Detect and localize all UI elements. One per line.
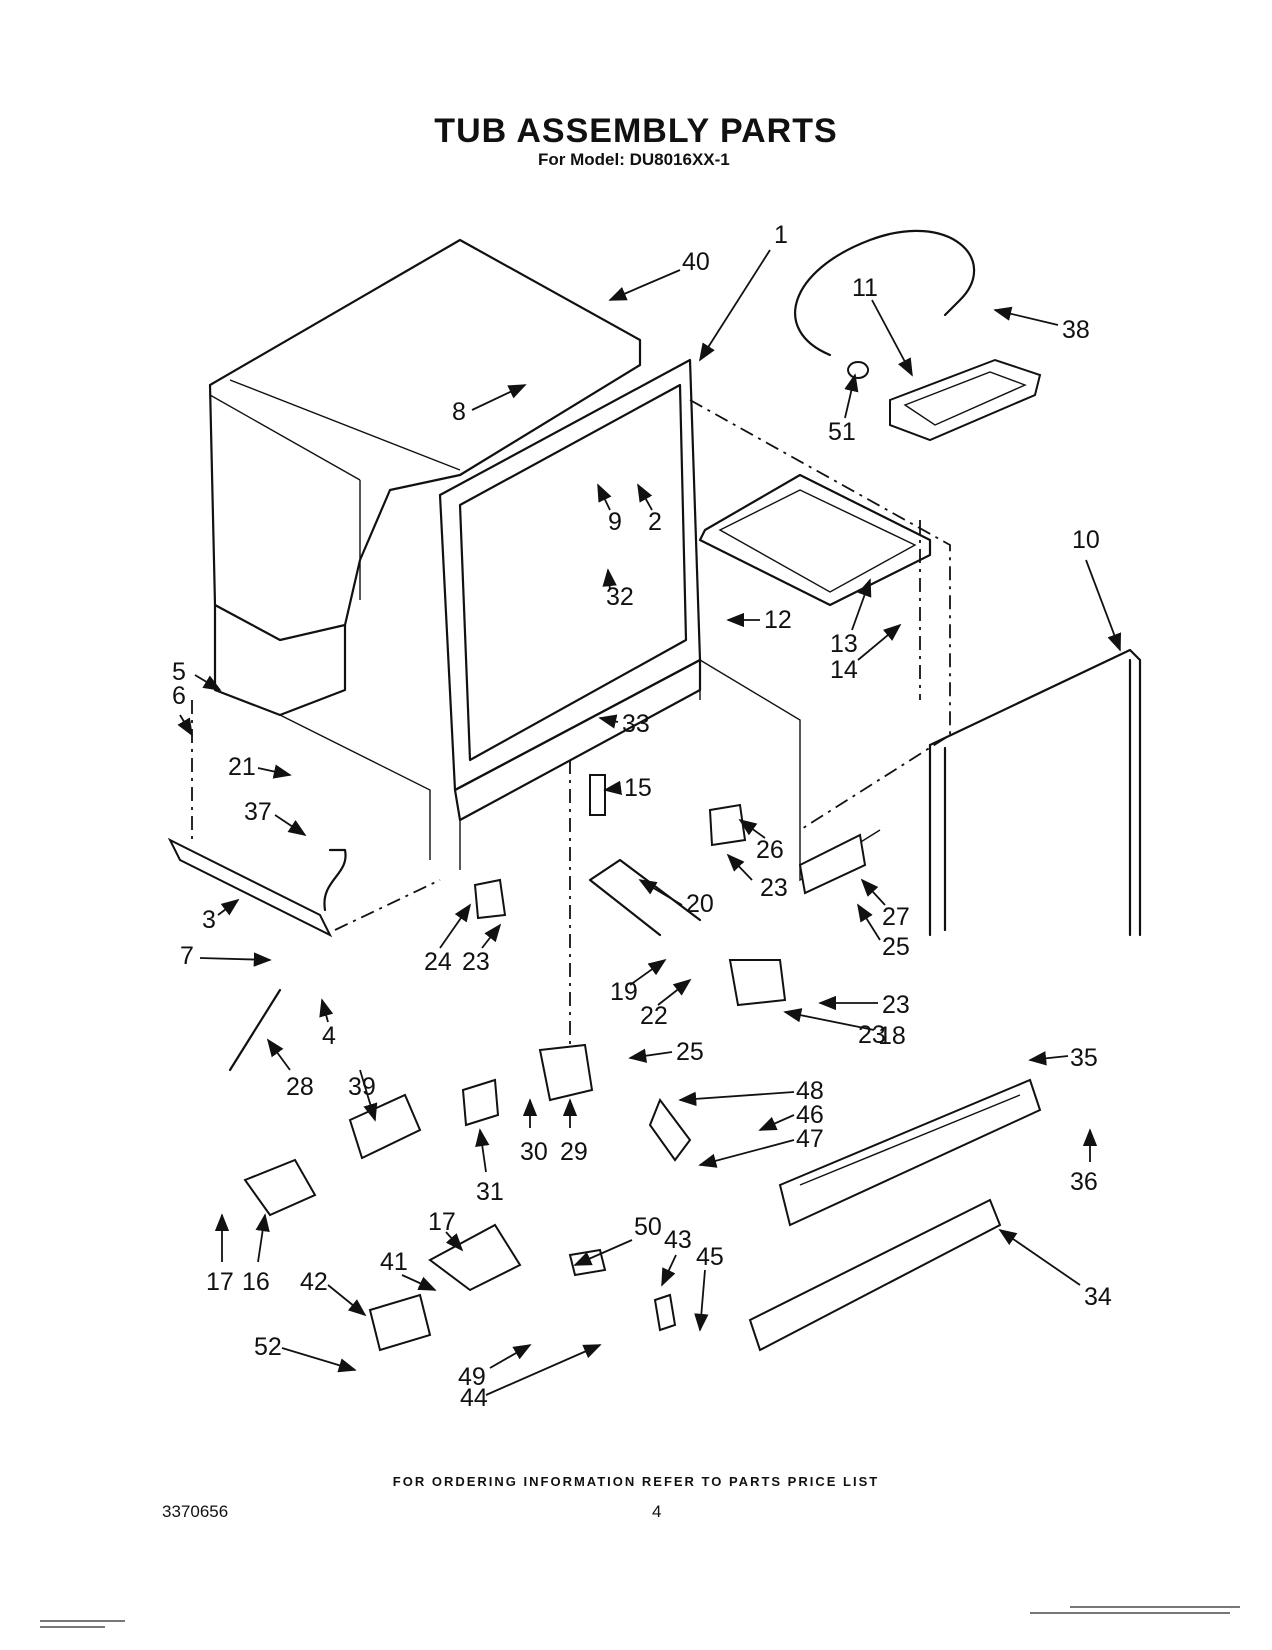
- callout: 21: [228, 753, 256, 781]
- callout: 18: [878, 1022, 906, 1050]
- callout: 13: [830, 630, 858, 658]
- fine-print-left: [40, 1620, 190, 1632]
- drain-hose: [794, 229, 976, 357]
- callout: 47: [796, 1125, 824, 1153]
- toe-panels: [748, 1078, 1042, 1352]
- callout: 16: [242, 1268, 270, 1296]
- callout: 28: [286, 1073, 314, 1101]
- guide-lines: [191, 520, 921, 1050]
- callout: 36: [1070, 1168, 1098, 1196]
- callout: 50: [634, 1213, 662, 1241]
- callout: 40: [682, 248, 710, 276]
- callout: 35: [1070, 1044, 1098, 1072]
- callout: 9: [608, 508, 622, 536]
- callout: 41: [380, 1248, 408, 1276]
- callout: 27: [882, 903, 910, 931]
- fine-print-right: [1030, 1606, 1240, 1626]
- callout: 25: [882, 933, 910, 961]
- document-number: 3370656: [162, 1502, 229, 1521]
- callout: 30: [520, 1138, 548, 1166]
- callout: 6: [172, 682, 186, 710]
- model-subtitle: For Model: DU8016XX-1: [538, 150, 730, 169]
- callout: 14: [830, 656, 858, 684]
- callout: 34: [1084, 1283, 1112, 1311]
- callout: 3: [202, 906, 216, 934]
- tub-housing: [208, 238, 642, 860]
- callout: 8: [452, 398, 466, 426]
- page-title: TUB ASSEMBLY PARTS: [434, 112, 838, 150]
- callout: 5: [172, 658, 186, 686]
- callout: 37: [244, 798, 272, 826]
- callout: 2: [648, 508, 662, 536]
- callout: 15: [624, 774, 652, 802]
- callout: 29: [560, 1138, 588, 1166]
- callout: 12: [764, 606, 792, 634]
- callout: 10: [1072, 526, 1100, 554]
- callout: 26: [756, 836, 784, 864]
- ordering-note: FOR ORDERING INFORMATION REFER TO PARTS …: [392, 1474, 880, 1489]
- callout: 43: [664, 1226, 692, 1254]
- callout: 23: [882, 991, 910, 1019]
- lower-components: [167, 774, 867, 1352]
- frame-rail: [928, 648, 1142, 937]
- callout: 33: [622, 710, 650, 738]
- vent-assembly: [889, 358, 1042, 442]
- callout: 23: [462, 948, 490, 976]
- callout: 23: [858, 1021, 886, 1049]
- callout: 42: [300, 1268, 328, 1296]
- page-number: 4: [652, 1502, 662, 1521]
- hose-clamp: [847, 361, 870, 379]
- callout: 17: [428, 1208, 456, 1236]
- callout: 48: [796, 1077, 824, 1105]
- callout: 25: [676, 1038, 704, 1066]
- callout: 4: [322, 1022, 336, 1050]
- callout: 11: [852, 274, 878, 302]
- callout: 49: [458, 1363, 486, 1391]
- callout: 46: [796, 1101, 824, 1129]
- callout: 31: [476, 1178, 504, 1206]
- callout: 51: [828, 418, 856, 446]
- callout: 17: [206, 1268, 234, 1296]
- callout: 20: [686, 890, 714, 918]
- callout: 44: [460, 1384, 488, 1412]
- callout: 24: [424, 948, 452, 976]
- heater-element: [698, 473, 932, 607]
- callout: 1: [774, 221, 788, 249]
- callout: 52: [254, 1333, 282, 1361]
- callout: 7: [180, 942, 194, 970]
- callout: 22: [640, 1002, 668, 1030]
- callout-labels: 1 2 3 4 5 6 7 8 9 10 11 12 13 14 15 16 1…: [172, 221, 1122, 1412]
- callout: 38: [1062, 316, 1090, 344]
- callout: 23: [760, 874, 788, 902]
- callout: 45: [696, 1243, 724, 1271]
